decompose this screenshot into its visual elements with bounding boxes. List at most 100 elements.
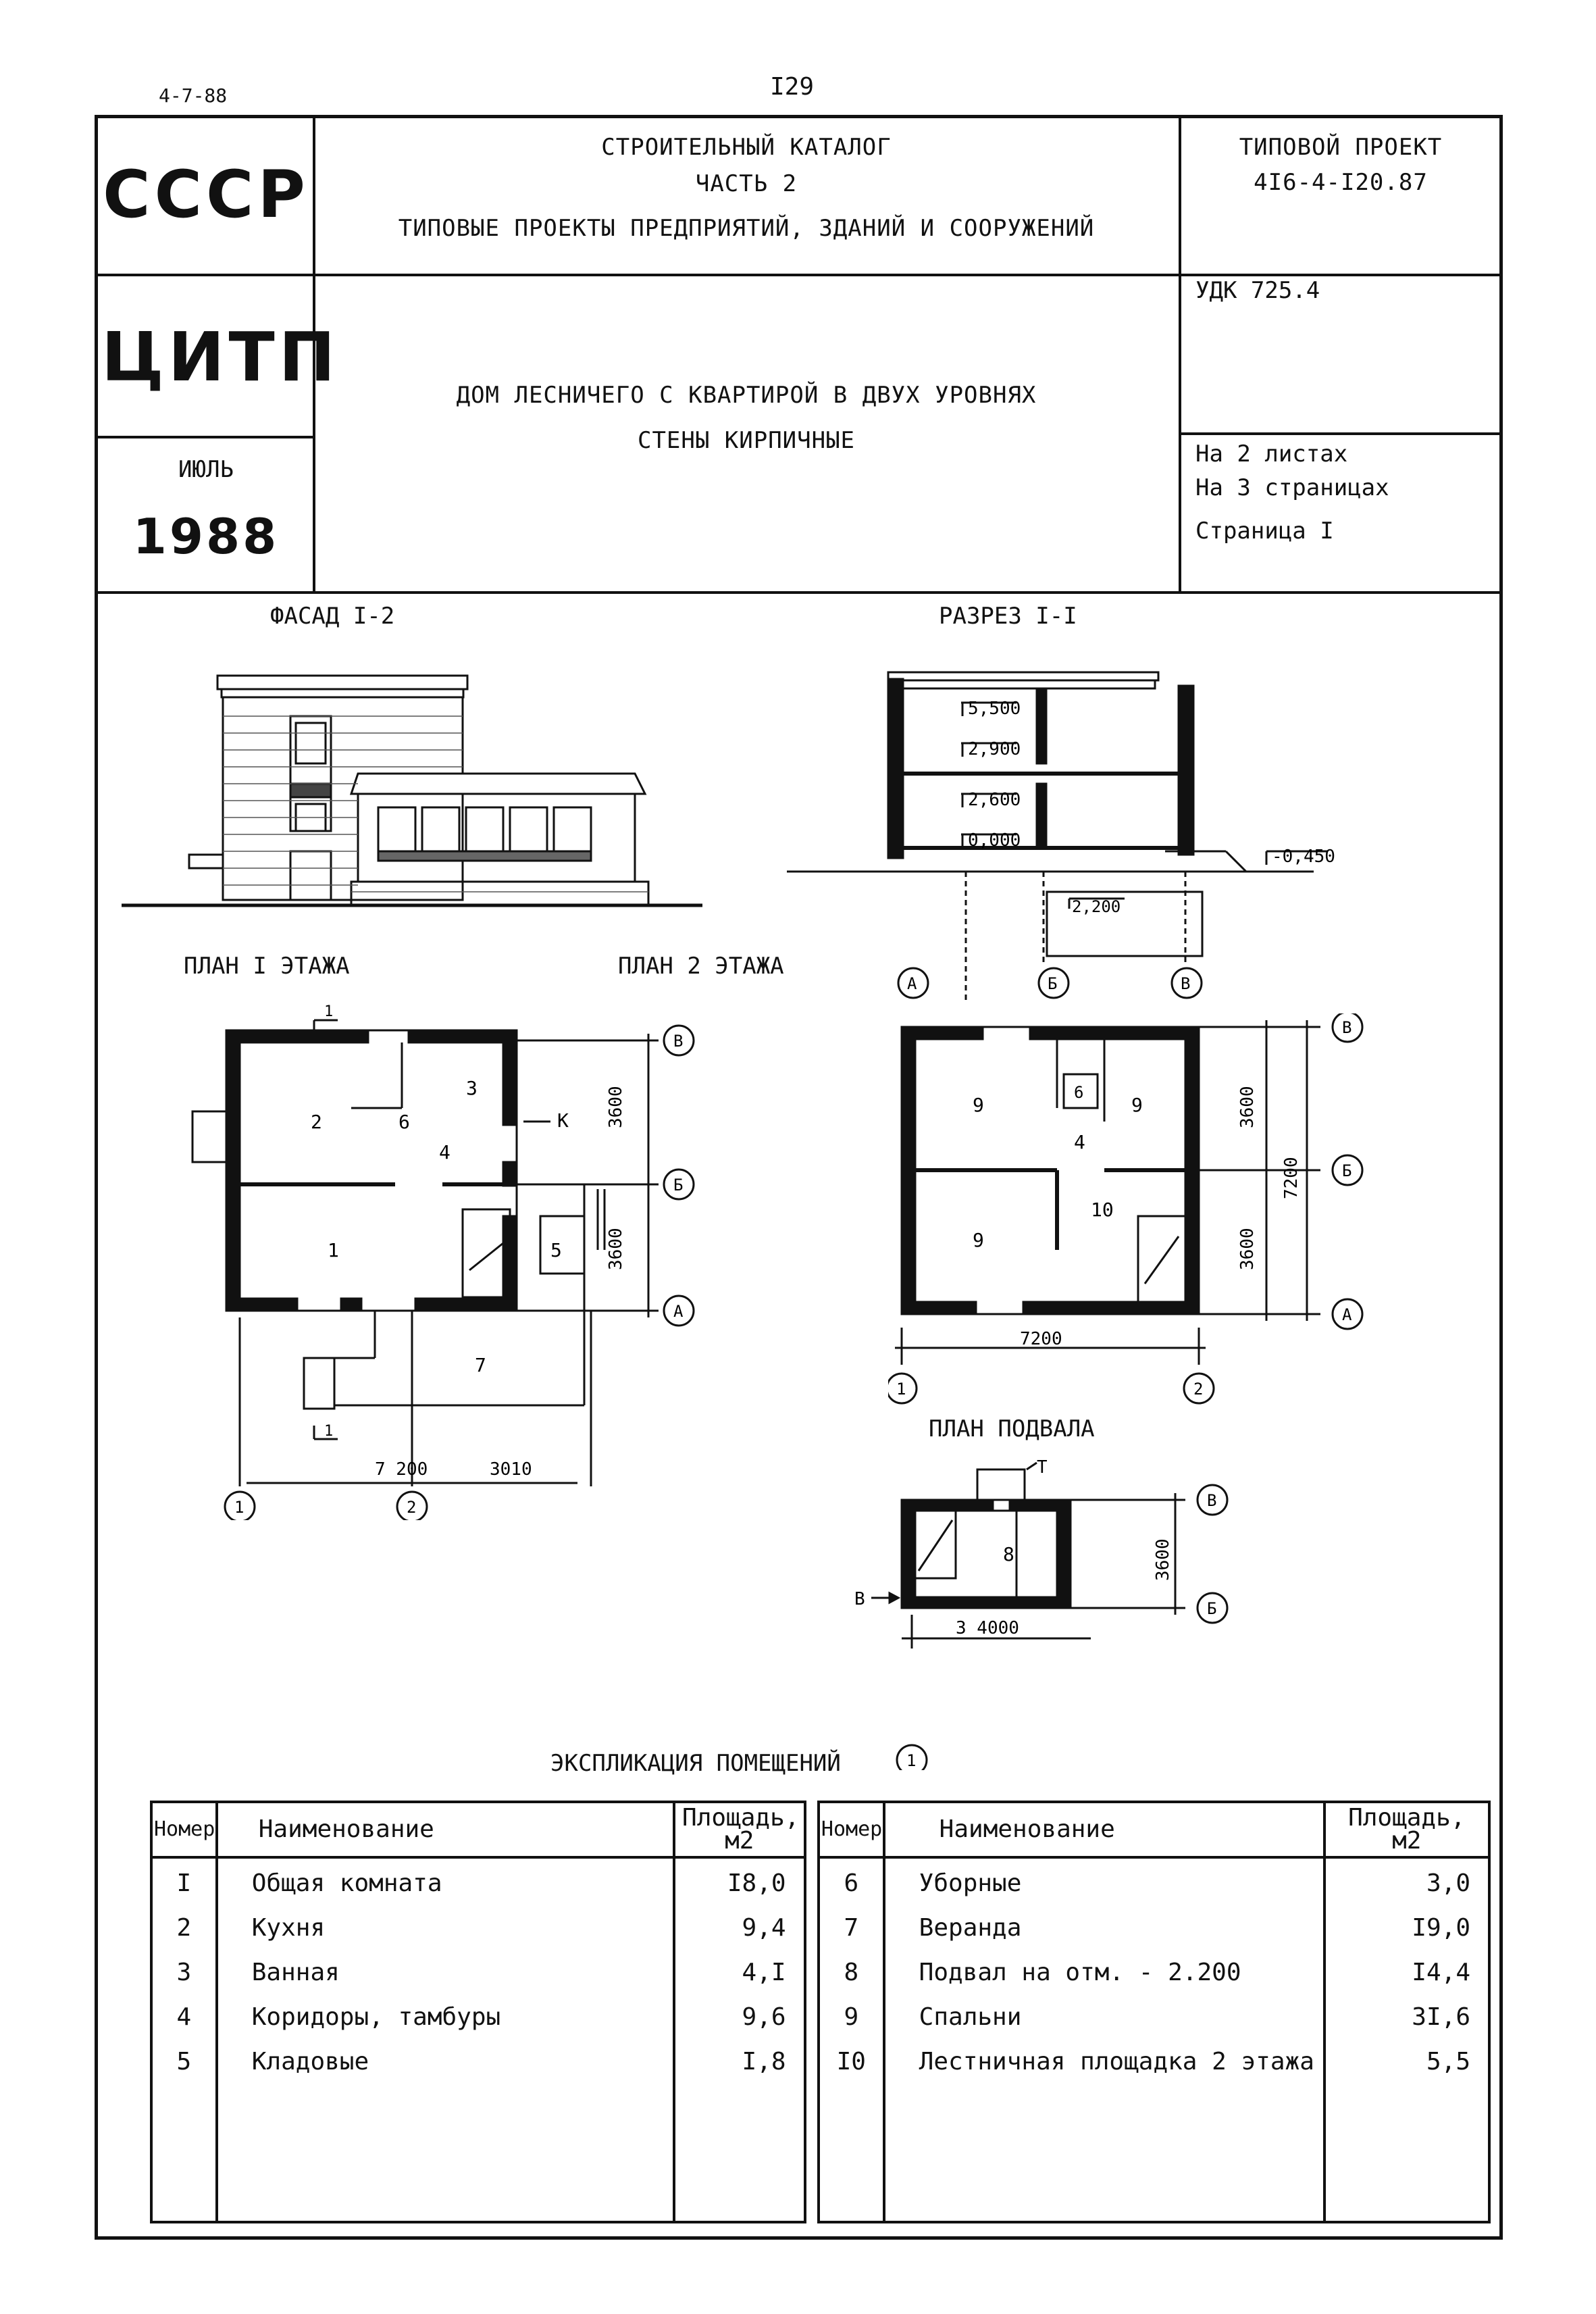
room-5-label: 5: [550, 1239, 562, 1261]
catalog-line-1: СТРОИТЕЛЬНЫЙ КАТАЛОГ: [601, 134, 892, 161]
header-area-right: Площадь, м2: [1322, 1801, 1491, 1859]
year-label: 1988: [132, 508, 280, 565]
row-area: 5,5: [1322, 2048, 1491, 2092]
project-label: ТИПОВОЙ ПРОЕКТ: [1239, 134, 1443, 161]
sheets-count: На 2 листах: [1195, 441, 1348, 468]
dim-7200-p2-horiz: 7200: [1020, 1329, 1062, 1349]
axis-a-plan1: А: [673, 1302, 684, 1321]
project-title-line-2: СТЕНЫ КИРПИЧНЫЕ: [637, 427, 856, 454]
room-7-label: 7: [475, 1354, 486, 1376]
row-name: Кладовые: [215, 2048, 676, 2092]
title-block-divider-2: [1179, 115, 1181, 593]
axis-v-plan2: В: [1342, 1018, 1352, 1037]
row-area: I,8: [673, 2048, 806, 2092]
row-area: I4,4: [1322, 1959, 1491, 2003]
table-row-empty: [150, 2092, 1491, 2223]
row-num: 7: [817, 1914, 885, 1959]
explication-title: ЭКСПЛИКАЦИЯ ПОМЕЩЕНИЙ: [550, 1750, 841, 1777]
room-10-label: 10: [1091, 1199, 1114, 1221]
room-4-label: 4: [439, 1141, 451, 1163]
level-2200: 2,200: [1072, 897, 1121, 916]
header-num-right: Номер: [817, 1801, 885, 1859]
level-minus-0450: -0,450: [1272, 847, 1335, 867]
table-row: I Общая комната I8,0 6 Уборные 3,0: [150, 1857, 1491, 1914]
dim-3600-lower: 3600: [606, 1228, 626, 1270]
document-code: 4-7-88: [159, 84, 228, 107]
row-area: 9,4: [673, 1914, 806, 1959]
org-label: ЦИТП: [101, 318, 340, 397]
row-num: 3: [150, 1959, 218, 2003]
dim-3600-p2-upper: 3600: [1237, 1086, 1258, 1128]
row-name: Уборные: [882, 1857, 1326, 1914]
axis-b-section: Б: [1048, 974, 1057, 993]
axis-v-basement: В: [1207, 1491, 1216, 1510]
basement-plan-drawing: 8 T В 3600 3 4000 В Б 1: [854, 1459, 1229, 1770]
title-block-bottom: [95, 591, 1503, 594]
row-name: Спальни: [882, 2003, 1326, 2048]
dim-3010: 3010: [490, 1459, 532, 1480]
level-5500: 5,500: [968, 699, 1021, 719]
axis-v-plan1: В: [673, 1032, 683, 1051]
row-name: Ванная: [215, 1959, 676, 2003]
room-9-label-b: 9: [1131, 1094, 1143, 1116]
header-num-left: Номер: [150, 1801, 218, 1859]
plan1-title: ПЛАН I ЭТАЖА: [184, 953, 350, 980]
plan-2-drawing: 9 9 9 6 4 10 3600 3600 7200 7200 В Б А 1…: [888, 1013, 1364, 1405]
current-page: Страница I: [1195, 518, 1334, 545]
catalog-line-2: ЧАСТЬ 2: [695, 170, 798, 197]
row-num: 9: [817, 2003, 885, 2048]
room-4-label-2: 4: [1074, 1131, 1085, 1153]
section-title: РАЗРЕЗ I-I: [939, 603, 1077, 630]
axis-b-basement: Б: [1207, 1599, 1216, 1618]
table-gap: [803, 1802, 820, 1857]
dim-34000-basement: 3 4000: [956, 1618, 1019, 1638]
title-block-row-1: [95, 274, 1503, 276]
row-area: 3,0: [1322, 1857, 1491, 1914]
axis-2-plan1: 2: [407, 1498, 416, 1517]
header-area-left: Площадь, м2: [673, 1801, 806, 1859]
row-area: 4,I: [673, 1959, 806, 2003]
level-2600: 2,600: [968, 790, 1021, 810]
axis-a-plan2: А: [1342, 1305, 1352, 1324]
cut-mark-top: 1: [324, 1003, 333, 1020]
page-number: I29: [770, 73, 815, 101]
entrance-k-mark: K: [557, 1109, 569, 1132]
title-block-divider-1: [313, 115, 315, 593]
row-name: Веранда: [882, 1914, 1326, 1959]
row-area: I9,0: [1322, 1914, 1491, 1959]
level-0000: 0,000: [968, 830, 1021, 851]
row-num: 2: [150, 1914, 218, 1959]
axis-2-plan2: 2: [1193, 1380, 1203, 1399]
month-label: ИЮЛЬ: [178, 456, 234, 483]
dim-3600-upper: 3600: [606, 1086, 626, 1128]
header-name-right: Наименование: [882, 1801, 1326, 1859]
basement-title: ПЛАН ПОДВАЛА: [929, 1415, 1095, 1442]
mark-v-entrance: В: [854, 1589, 865, 1609]
table-row: 4 Коридоры, тамбуры 9,6 9 Спальни 3I,6: [150, 2003, 1491, 2048]
room-9-label-a: 9: [973, 1094, 984, 1116]
row-num: 4: [150, 2003, 218, 2048]
title-block-row-left: [95, 436, 315, 438]
dim-3600-p2-lower: 3600: [1237, 1228, 1258, 1270]
explication-table: Номер Наименование Площадь, м2 Номер Наи…: [150, 1801, 1491, 2223]
mark-t: T: [1037, 1459, 1048, 1478]
row-num: 5: [150, 2048, 218, 2092]
room-9-label-c: 9: [973, 1229, 984, 1251]
room-2-label: 2: [311, 1111, 322, 1133]
room-8-label: 8: [1003, 1543, 1014, 1565]
dim-7200: 7 200: [375, 1459, 428, 1480]
row-num: I: [150, 1857, 218, 1914]
pages-count: На 3 страницах: [1195, 474, 1389, 501]
row-name: Коридоры, тамбуры: [215, 2003, 676, 2048]
axis-1-plan2: 1: [896, 1380, 906, 1399]
udk-label: УДК 725.4: [1195, 277, 1320, 304]
row-area: 3I,6: [1322, 2003, 1491, 2048]
axis-1-basement: 1: [906, 1751, 916, 1770]
room-1-label: 1: [328, 1239, 339, 1261]
dim-3600-basement: 3600: [1153, 1538, 1173, 1581]
table-row: 2 Кухня 9,4 7 Веранда I9,0: [150, 1914, 1491, 1959]
table-row: 3 Ванная 4,I 8 Подвал на отм. - 2.200 I4…: [150, 1959, 1491, 2003]
row-name: Кухня: [215, 1914, 676, 1959]
axis-v-section: В: [1181, 974, 1190, 993]
row-num: I0: [817, 2048, 885, 2092]
